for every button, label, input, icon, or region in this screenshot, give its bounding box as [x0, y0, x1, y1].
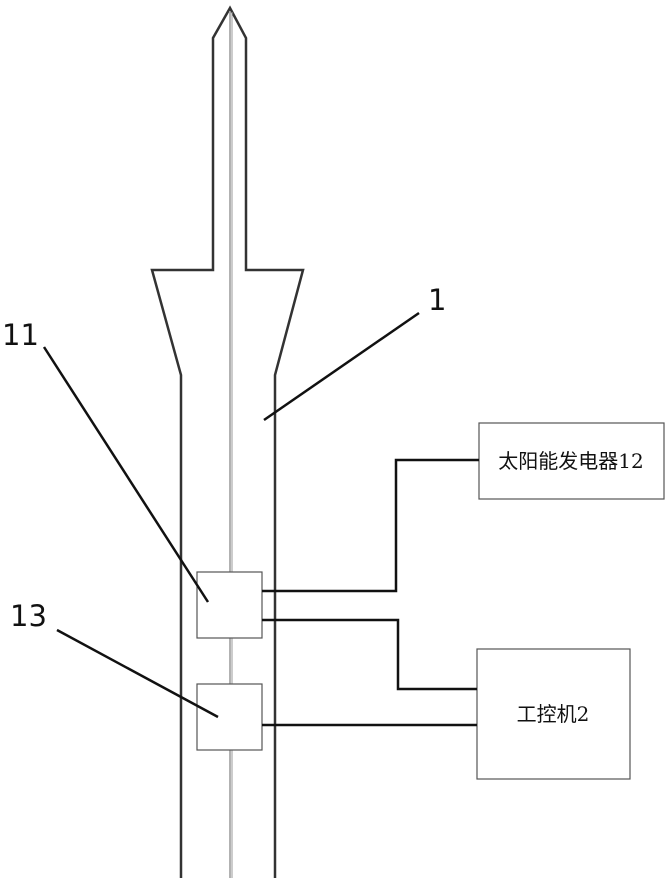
leader-line-11 [44, 347, 208, 602]
label-part-11: 11 [2, 318, 39, 352]
leader-line-13 [57, 630, 218, 717]
solar-generator-label: 太阳能发电器12 [498, 449, 643, 473]
wire-11-to-pc [262, 620, 477, 689]
label-part-13: 13 [10, 599, 47, 633]
component-11-box [197, 572, 262, 638]
industrial-pc-label: 工控机2 [517, 702, 590, 726]
component-13-box [197, 684, 262, 750]
wire-11-to-solar [262, 460, 479, 591]
label-part-1: 1 [428, 283, 446, 317]
